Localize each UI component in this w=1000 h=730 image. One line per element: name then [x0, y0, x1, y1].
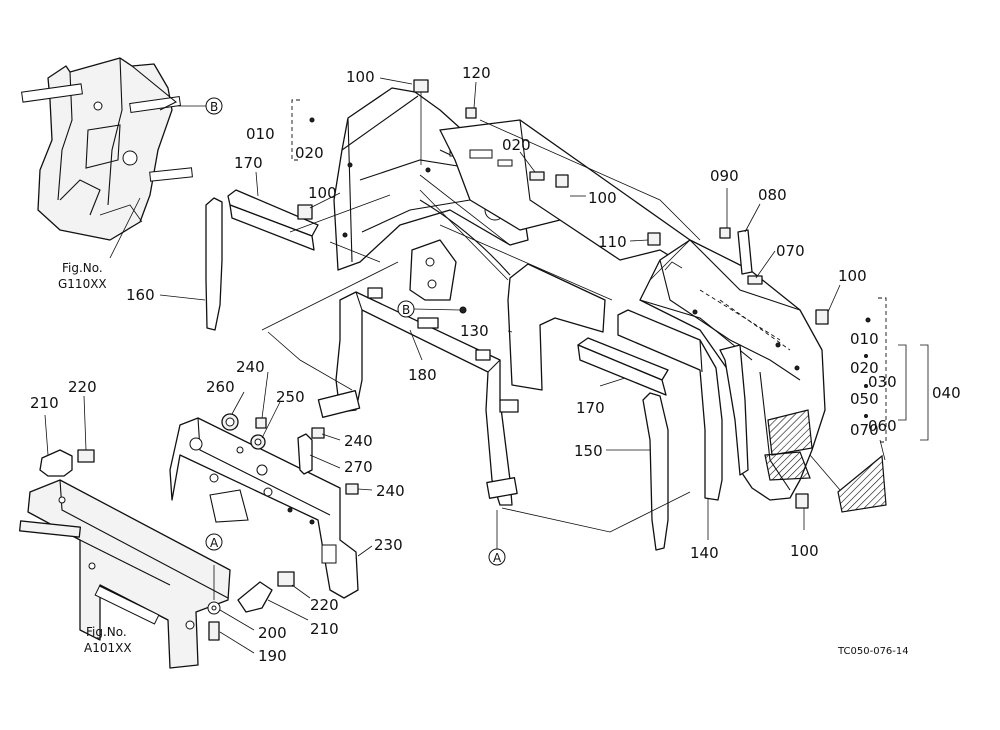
- plate-230: [169, 417, 359, 599]
- callout-050: 050: [850, 390, 879, 408]
- bolt-240-c: [345, 483, 359, 495]
- nut-120: [465, 107, 477, 119]
- callout-070-top: 070: [776, 242, 805, 260]
- marker-a-circle-left: [205, 533, 223, 551]
- bolt-100-left: [297, 204, 313, 220]
- strip-170-right: [577, 337, 669, 396]
- seal-150: [642, 392, 669, 551]
- callout-260: 260: [206, 378, 235, 396]
- center-bracket: [409, 239, 457, 301]
- callout-100-bottom: 100: [790, 542, 819, 560]
- fig-code-bottom: A101XX: [84, 641, 132, 655]
- fig-label-bottom: Fig.No.: [86, 625, 127, 639]
- callout-180: 180: [408, 366, 437, 384]
- panel-130: [507, 263, 606, 391]
- marker-a-left: A: [210, 536, 219, 550]
- clip-020: [529, 171, 545, 181]
- reflector-060: [837, 454, 887, 513]
- reference-frame-a101xx: [18, 479, 231, 669]
- bracket-210-left: [39, 449, 73, 477]
- callout-110: 110: [598, 233, 627, 251]
- callout-020-left: 020: [295, 144, 324, 162]
- marker-b-circle-top: [205, 97, 223, 115]
- callout-240-a: 240: [236, 358, 265, 376]
- callout-170-right: 170: [576, 399, 605, 417]
- callout-020-mid: 020: [502, 136, 531, 154]
- marker-b-mid: B: [402, 303, 410, 317]
- callout-100-top: 100: [346, 68, 375, 86]
- group-bracket-right: [878, 297, 887, 443]
- callout-210-right: 210: [310, 620, 339, 638]
- group-bracket-030: [898, 344, 907, 421]
- callout-040: 040: [932, 384, 961, 402]
- marker-a-right: A: [493, 551, 502, 565]
- center-rear-plate: [439, 119, 691, 263]
- callout-240-b: 240: [344, 432, 373, 450]
- callout-250: 250: [276, 388, 305, 406]
- frame-180: [317, 287, 519, 506]
- callout-120: 120: [462, 64, 491, 82]
- leader-lines: [44, 77, 886, 654]
- bolt-100-right: [815, 309, 829, 325]
- callout-210-left: 210: [30, 394, 59, 412]
- callout-150: 150: [574, 442, 603, 460]
- fastener-110: [647, 232, 661, 246]
- pin-270: [297, 433, 313, 475]
- bolt-100-top: [413, 79, 429, 93]
- callout-220-right: 220: [310, 596, 339, 614]
- callout-270: 270: [344, 458, 373, 476]
- group-bracket-040: [920, 344, 929, 441]
- callout-010-left: 010: [246, 125, 275, 143]
- callout-060: 060: [868, 417, 897, 435]
- bolt-190: [208, 621, 220, 641]
- callout-240-c: 240: [376, 482, 405, 500]
- panel-140-edge: [719, 344, 749, 476]
- callout-230: 230: [374, 536, 403, 554]
- drawing-code: TC050-076-14: [837, 646, 909, 657]
- callout-100-left: 100: [308, 184, 337, 202]
- callout-080: 080: [758, 186, 787, 204]
- bolt-100-bottom: [795, 493, 809, 509]
- callout-170-left: 170: [234, 154, 263, 172]
- callout-190: 190: [258, 647, 287, 665]
- callout-160: 160: [126, 286, 155, 304]
- callout-020-right: 020: [850, 359, 879, 377]
- clip-070: [747, 275, 763, 285]
- fig-code-top: G110XX: [58, 277, 107, 291]
- panel-140: [617, 309, 723, 501]
- seal-160: [205, 197, 223, 331]
- callout-130: 130: [460, 322, 489, 340]
- bolt-240-a: [255, 417, 267, 429]
- bolt-240-b: [311, 427, 325, 439]
- callout-030: 030: [868, 373, 897, 391]
- marker-b-top: B: [210, 100, 218, 114]
- bolt-220-left: [77, 449, 95, 463]
- bracket-210-right: [237, 581, 273, 613]
- callout-140: 140: [690, 544, 719, 562]
- reference-frame-g110xx: [21, 57, 193, 259]
- bolt-220-right: [277, 571, 295, 587]
- callout-010-right: 010: [850, 330, 879, 348]
- callout-100-mid: 100: [588, 189, 617, 207]
- strip-170-left: [227, 189, 319, 251]
- callout-100-right: 100: [838, 267, 867, 285]
- pin-080: [737, 229, 753, 275]
- callout-220-left: 220: [68, 378, 97, 396]
- fig-label-top: Fig.No.: [62, 261, 103, 275]
- callout-090: 090: [710, 167, 739, 185]
- bolt-100-mid: [555, 174, 569, 188]
- nut-090: [719, 227, 731, 239]
- callout-070-right: 070: [850, 421, 879, 439]
- callout-200: 200: [258, 624, 287, 642]
